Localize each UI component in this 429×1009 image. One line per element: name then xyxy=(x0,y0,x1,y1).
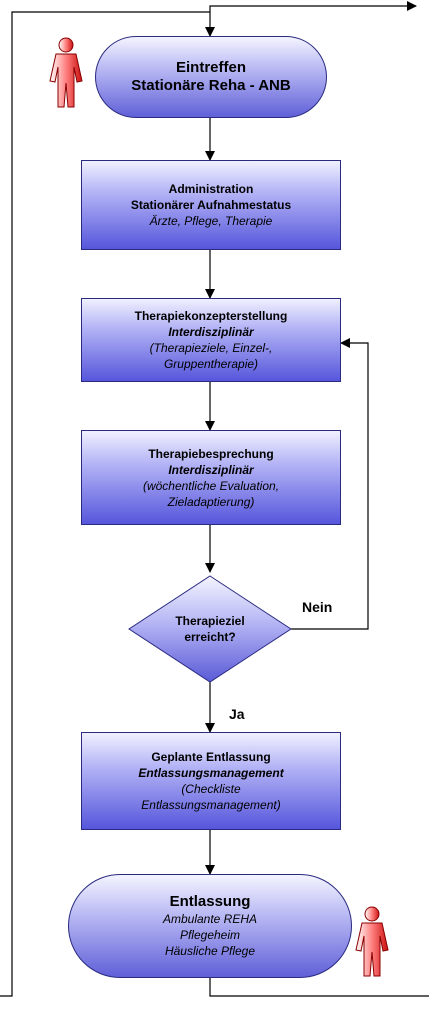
end-line3: Häusliche Pflege xyxy=(164,944,256,958)
concept-line2: Interdisziplinär xyxy=(168,325,254,339)
decision-line1: Therapieziel xyxy=(175,614,245,628)
meeting-line3: (wöchentliche Evaluation, xyxy=(142,478,280,493)
end-node: Entlassung Ambulante REHA Pflegeheim Häu… xyxy=(68,874,352,978)
return-loop-line xyxy=(0,11,210,997)
bottom-exit-line xyxy=(209,978,429,997)
start-title: Eintreffen xyxy=(175,59,246,76)
planned-line1: Geplante Entlassung xyxy=(151,750,271,764)
decision-diamond xyxy=(128,575,292,683)
meeting-line2: Interdisziplinär xyxy=(168,462,254,477)
end-line1: Ambulante REHA xyxy=(162,912,258,926)
decision-line2: erreicht? xyxy=(184,630,236,644)
concept-line4: Gruppentherapie) xyxy=(163,357,259,371)
planned-node: Geplante Entlassung Entlassungsmanagemen… xyxy=(81,732,341,830)
end-title: Entlassung xyxy=(169,893,251,910)
decision-text: Therapieziel erreicht? xyxy=(150,606,270,652)
meeting-line4: Zieladaptierung) xyxy=(167,494,255,509)
start-subtitle: Stationäre Reha - ANB xyxy=(131,77,291,94)
meeting-node: Therapiebesprechung Interdisziplinär (wö… xyxy=(81,430,341,525)
person-icon xyxy=(49,37,83,108)
planned-line3: (Checkliste xyxy=(181,782,241,796)
arrow-no-loop xyxy=(291,338,369,630)
planned-line2: Entlassungsmanagement xyxy=(138,766,284,780)
concept-node: Therapiekonzepterstellung Interdisziplin… xyxy=(81,298,341,382)
admin-node: Administration Stationärer Aufnahmestatu… xyxy=(81,160,341,250)
admin-line3: Ärzte, Pflege, Therapie xyxy=(149,214,273,228)
concept-line1: Therapiekonzepterstellung xyxy=(134,309,288,323)
yes-label: Ja xyxy=(229,706,245,722)
planned-line4: Entlassungsmanagement) xyxy=(141,798,281,812)
admin-line1: Administration xyxy=(168,182,254,196)
top-exit-arrow xyxy=(209,1,417,12)
start-node: Eintreffen Stationäre Reha - ANB xyxy=(95,36,327,118)
concept-line3: (Therapieziele, Einzel-, xyxy=(149,341,273,355)
admin-line2: Stationärer Aufnahmestatus xyxy=(130,198,292,212)
end-line2: Pflegeheim xyxy=(179,928,241,942)
person-icon xyxy=(355,906,389,977)
no-label: Nein xyxy=(302,599,333,615)
meeting-line1: Therapiebesprechung xyxy=(148,446,274,461)
